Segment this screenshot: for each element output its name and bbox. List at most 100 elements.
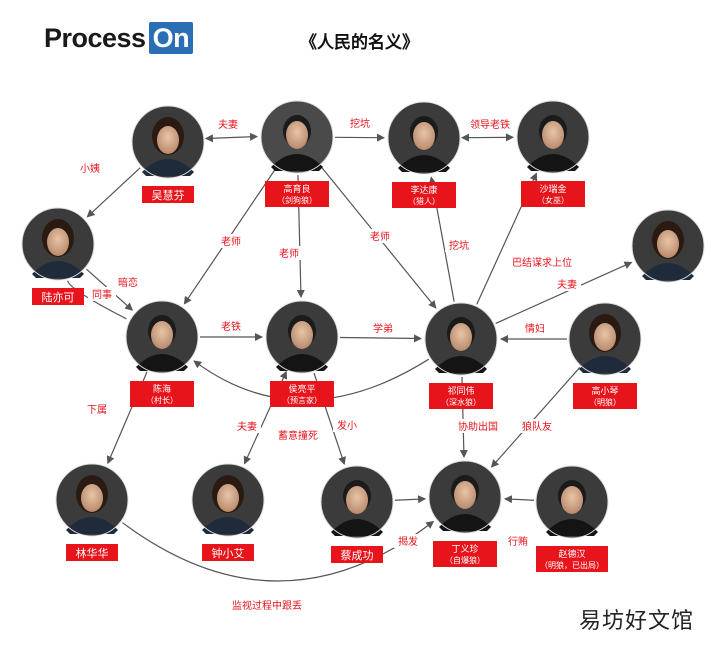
node-gao[interactable]: 高育良（剑狗狼）	[260, 100, 334, 207]
name-tag-name: 林华华	[76, 546, 109, 560]
node-hou[interactable]: 侯亮平（预言家）	[265, 300, 339, 407]
portrait-ring	[535, 465, 609, 539]
name-tag	[573, 383, 637, 409]
name-tag	[265, 181, 329, 207]
edge-label: 情妇	[525, 322, 545, 335]
edge-label-bg	[517, 419, 557, 433]
edge-label-bg	[465, 117, 515, 131]
name-tag-role: （深水狼）	[441, 397, 481, 407]
name-tag	[142, 186, 194, 203]
node-ding[interactable]: 丁义珍（自爆狼）	[428, 460, 502, 567]
portrait-body	[527, 154, 579, 171]
watermark-text: 易坊好文馆	[578, 609, 694, 634]
edge-wu-gao	[204, 132, 259, 143]
portrait-ring	[131, 105, 205, 179]
portrait-body	[642, 263, 694, 280]
node-wu[interactable]: 吴慧芬	[131, 105, 205, 203]
edge-label-bg	[521, 321, 549, 335]
node-sha[interactable]: 沙瑞金（女巫）	[516, 100, 590, 207]
edge-label-bg	[275, 246, 303, 260]
name-tag-role: （村长）	[146, 395, 178, 405]
edge-label: 领导老铁	[470, 118, 510, 131]
name-tag-role: （女巫）	[537, 195, 569, 205]
name-tag-role: （猎人）	[408, 196, 440, 206]
edge-label-bg	[453, 419, 503, 433]
name-tag	[331, 546, 383, 563]
edge-label: 老铁	[221, 320, 241, 333]
edge-label-bg	[504, 534, 532, 548]
edge-label: 老师	[370, 230, 390, 243]
edge-label: 同事	[92, 288, 112, 301]
edge-label: 夫妻	[237, 420, 257, 433]
portrait-ring	[21, 207, 95, 281]
portrait-body	[546, 519, 598, 536]
node-li[interactable]: 李达康（猎人）	[387, 101, 461, 208]
edge-hou-qi	[339, 334, 423, 343]
name-tag-name: 高育良	[283, 183, 310, 195]
node-lin[interactable]: 林华华	[55, 463, 129, 561]
edge-label-bg	[346, 116, 374, 130]
name-tag	[202, 544, 254, 561]
name-tag	[32, 288, 84, 305]
name-tag-name: 高小琴	[591, 385, 618, 397]
name-tag	[270, 381, 334, 407]
name-tag	[392, 182, 456, 208]
node-zhong[interactable]: 钟小艾	[191, 463, 265, 561]
edge-gaoxq-ding	[490, 367, 581, 468]
portrait-face	[413, 122, 435, 150]
portrait-body	[398, 155, 450, 172]
portrait-face	[346, 486, 368, 514]
edge-label-bg	[366, 229, 394, 243]
portrait-ring	[424, 302, 498, 376]
edge-label-bg	[273, 428, 323, 442]
portrait-ring	[568, 302, 642, 376]
edge-label: 揭发	[398, 535, 418, 548]
edge-label: 狼队友	[522, 420, 552, 433]
edge-label-bg	[369, 321, 397, 335]
name-tag-name: 沙瑞金	[539, 183, 566, 195]
node-qi[interactable]: 祁同伟（深水狼）	[424, 302, 498, 409]
portrait-ring	[55, 463, 129, 537]
diagram-title: 《人民的名义》	[300, 33, 419, 53]
portrait-body	[202, 517, 254, 534]
portrait-face	[151, 321, 173, 349]
portrait-face	[157, 126, 179, 154]
edge-label: 夫妻	[557, 278, 577, 291]
node-lu[interactable]: 陆亦可	[21, 207, 95, 305]
portrait-ring	[631, 209, 705, 283]
portrait-ring	[320, 465, 394, 539]
node-zhao[interactable]: 赵德汉（明狼，已出局）	[535, 465, 609, 572]
name-tag	[429, 383, 493, 409]
edge-label-bg	[76, 161, 104, 175]
name-tag-name: 吴慧芬	[152, 188, 185, 202]
portrait-ring	[125, 300, 199, 374]
node-cai[interactable]: 蔡成功	[320, 465, 394, 563]
edge-label-bg	[553, 277, 581, 291]
portrait-face	[561, 486, 583, 514]
name-tag-role: （自爆狼）	[445, 555, 485, 565]
edge-label: 蓄意撞死	[278, 429, 318, 442]
portrait-body	[66, 517, 118, 534]
edge-label: 学弟	[373, 322, 393, 335]
edge-label: 监视过程中跟丢	[232, 599, 302, 612]
edge-label: 挖坑	[350, 117, 370, 130]
edge-label-bg	[233, 419, 261, 433]
edge-label: 夫妻	[218, 118, 238, 131]
node-wife[interactable]	[631, 209, 705, 283]
portrait-face	[594, 323, 616, 351]
edge-label-bg	[217, 319, 245, 333]
node-gaoxq[interactable]: 高小琴（明狼）	[568, 302, 642, 409]
name-tag-name: 丁义珍	[451, 543, 478, 555]
portrait-body	[142, 159, 194, 176]
edge-label: 行贿	[508, 535, 528, 548]
portrait-face	[291, 321, 313, 349]
name-tag	[66, 544, 118, 561]
name-tag-role: （剑狗狼）	[277, 195, 317, 205]
portrait-body	[136, 354, 188, 371]
portrait-ring	[516, 100, 590, 174]
name-tag	[433, 541, 497, 567]
edge-label-bg	[114, 275, 142, 289]
portrait-ring	[191, 463, 265, 537]
node-chen[interactable]: 陈海（村长）	[125, 300, 199, 407]
portrait-face	[81, 484, 103, 512]
